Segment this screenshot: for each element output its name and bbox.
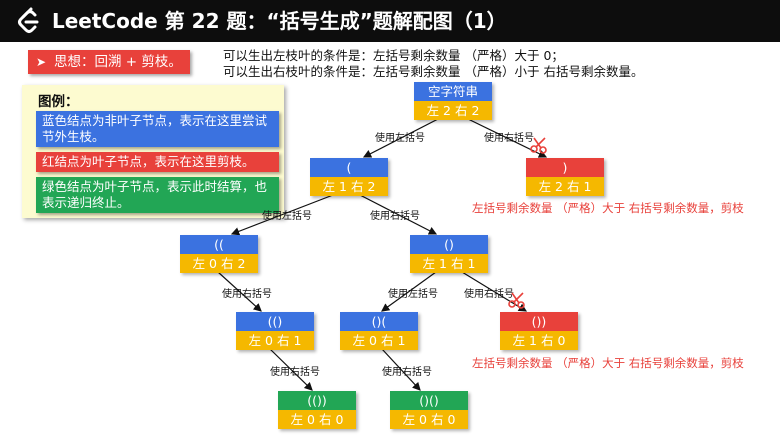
edge-n4-n6: [381, 271, 437, 312]
edge-n3-n5: [217, 271, 262, 312]
node-counts: 左 2 右 1: [526, 177, 604, 196]
prune-note: 左括号剩余数量 （严格）大于 右括号剩余数量，剪枝: [472, 201, 744, 215]
node-string: (()): [278, 391, 356, 410]
legend-panel: 图例： 蓝色结点为非叶子节点，表示在这里尝试节外生枝。 红结点为叶子节点，表示在…: [22, 85, 284, 218]
legend-red-item: 红结点为叶子节点，表示在这里剪枝。: [36, 152, 279, 172]
node-counts: 左 1 右 0: [500, 331, 578, 350]
edge-label-use-right: 使用右括号: [222, 289, 272, 300]
tree-node: () 左 1 右 1: [410, 235, 488, 273]
node-counts: 左 0 右 2: [180, 254, 258, 273]
title-bar: LeetCode 第 22 题：“括号生成”题解配图（1）: [0, 0, 780, 42]
edge-label-use-right: 使用右括号: [484, 133, 534, 144]
edge-label-use-right: 使用右括号: [382, 367, 432, 378]
right-branch-condition: 可以生出右枝叶的条件是：左括号剩余数量 （严格）小于 右括号剩余数量。: [223, 64, 644, 79]
edge-label-use-left: 使用左括号: [262, 211, 312, 222]
tree-node: (() 左 0 右 1: [236, 312, 314, 350]
tree-node-pruned: ()) 左 1 右 0: [500, 312, 578, 350]
node-counts: 左 1 右 2: [310, 177, 388, 196]
tree-node: ( 左 1 右 2: [310, 158, 388, 196]
node-counts: 左 0 右 0: [390, 410, 468, 429]
legend-title: 图例：: [38, 94, 79, 110]
left-branch-condition: 可以生出左枝叶的条件是：左括号剩余数量 （严格）大于 0；: [223, 48, 564, 63]
node-string: ((: [180, 235, 258, 254]
node-counts: 左 0 右 1: [340, 331, 418, 350]
legend-green-item: 绿色结点为叶子节点，表示此时结算，也表示递归终止。: [36, 177, 279, 213]
leetcode-logo-icon: [18, 7, 39, 33]
edge-n1-n3: [230, 194, 334, 236]
node-counts: 左 0 右 0: [278, 410, 356, 429]
tree-node: ()( 左 0 右 1: [340, 312, 418, 350]
legend-blue-item: 蓝色结点为非叶子节点，表示在这里尝试节外生枝。: [36, 111, 279, 147]
tree-node-pruned: ) 左 2 右 1: [526, 158, 604, 196]
edge-label-use-left: 使用左括号: [375, 133, 425, 144]
node-counts: 左 0 右 1: [236, 331, 314, 350]
tree-node-result: (()) 左 0 右 0: [278, 391, 356, 429]
node-string: ()(: [340, 312, 418, 331]
edge-n5-n8: [269, 348, 313, 391]
edge-root-n2: [465, 117, 548, 158]
edge-root-n1: [362, 117, 441, 158]
prune-note: 左括号剩余数量 （严格）大于 右括号剩余数量，剪枝: [472, 356, 744, 370]
arrow-icon: ➤: [36, 55, 47, 69]
tree-node: (( 左 0 右 2: [180, 235, 258, 273]
edge-label-use-right: 使用右括号: [370, 211, 420, 222]
node-string: (: [310, 158, 388, 177]
node-counts: 左 2 右 2: [414, 101, 492, 120]
node-string: (): [410, 235, 488, 254]
edge-n6-n9: [381, 348, 421, 391]
edge-label-use-right: 使用右括号: [464, 289, 514, 300]
scissors-icon: [508, 292, 525, 309]
node-counts: 左 1 右 1: [410, 254, 488, 273]
node-string: ((): [236, 312, 314, 331]
scissors-icon: [530, 137, 547, 154]
tree-node-root: 空字符串 左 2 右 2: [414, 82, 492, 120]
edge-n1-n4: [359, 194, 438, 235]
node-string: ()): [500, 312, 578, 331]
node-string: ()(): [390, 391, 468, 410]
node-string: 空字符串: [414, 82, 492, 101]
idea-badge: ➤ 思想：回溯 + 剪枝。: [28, 50, 190, 74]
node-string: ): [526, 158, 604, 177]
edge-label-use-left: 使用左括号: [388, 289, 438, 300]
page-title: LeetCode 第 22 题：“括号生成”题解配图（1）: [52, 9, 507, 33]
edge-label-use-right: 使用右括号: [270, 367, 320, 378]
tree-node-result: ()() 左 0 右 0: [390, 391, 468, 429]
idea-text: 思想：回溯 + 剪枝。: [54, 54, 182, 70]
conditions-text: 可以生出左枝叶的条件是：左括号剩余数量 （严格）大于 0； 可以生出右枝叶的条件…: [223, 48, 643, 80]
